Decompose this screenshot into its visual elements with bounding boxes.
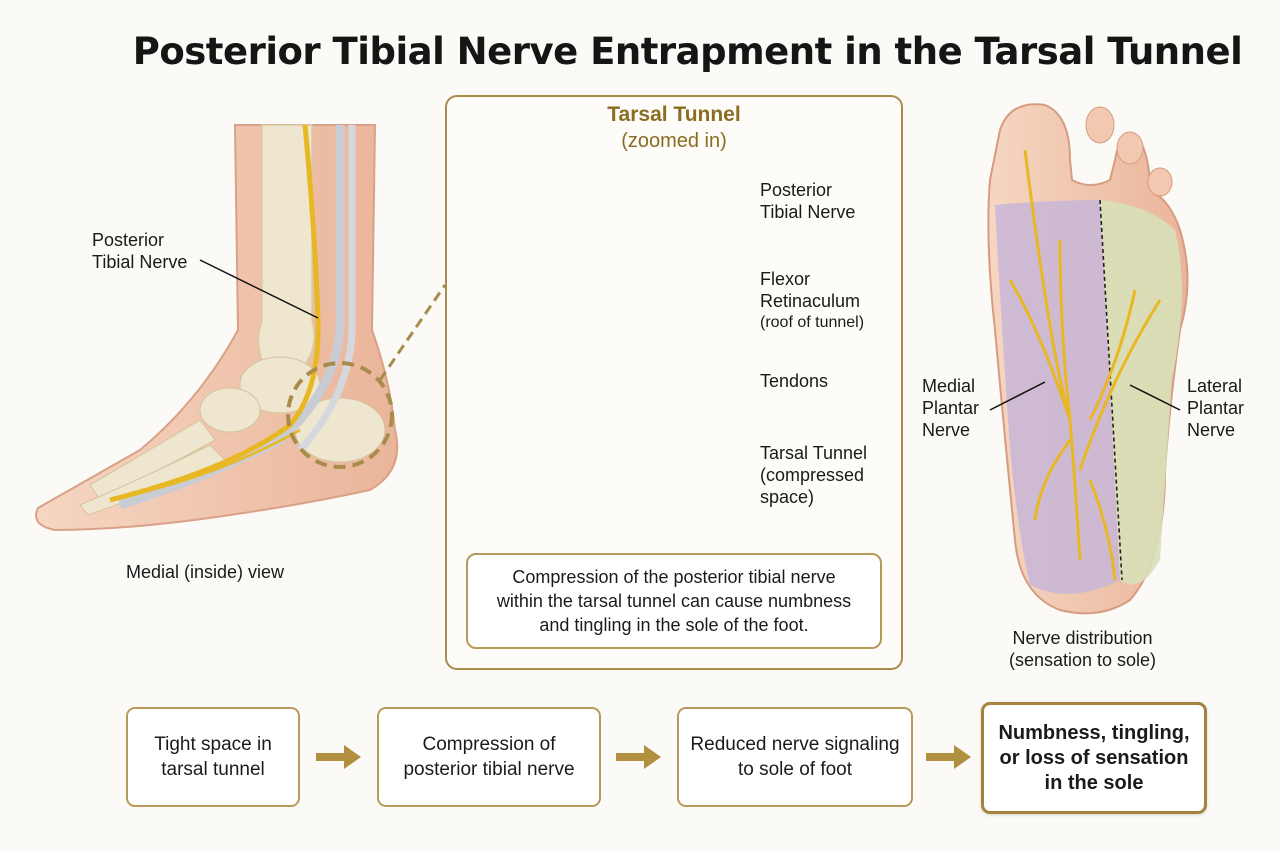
zoom-label-retinaculum: Flexor Retinaculum (roof of tunnel): [760, 268, 864, 334]
flow-step-1: Tight space in tarsal tunnel: [126, 707, 300, 807]
flow-arrow-3: [926, 745, 971, 769]
distribution-caption-line1: Nerve distribution: [1012, 628, 1153, 648]
flow-step-4-line3: in the sole: [1044, 771, 1144, 794]
zoom-label-nerve: Posterior Tibial Nerve: [760, 179, 855, 223]
zoom-label-nerve-line1: Posterior: [760, 180, 833, 200]
zoom-title: Tarsal Tunnel: [607, 103, 741, 126]
lateral-plantar-line3: Nerve: [1187, 420, 1236, 440]
sole-illustration: [987, 103, 1189, 615]
zoom-label-nerve-line2: Tibial Nerve: [760, 202, 856, 222]
distribution-caption-line2: (sensation to sole): [1008, 650, 1157, 670]
medial-plantar-line2: Plantar: [922, 398, 980, 418]
flow-arrow-1: [316, 745, 361, 769]
note-line2: within the tarsal tunnel can cause numbn…: [496, 591, 852, 611]
flow-step-3-line2: to sole of foot: [737, 759, 853, 780]
flow-step-1-line1: Tight space in: [154, 734, 272, 755]
left-nerve-label-line1: Posterior: [92, 230, 165, 250]
medial-plantar-label: Medial Plantar Nerve: [922, 375, 979, 441]
flow-step-3-line1: Reduced nerve signaling: [690, 734, 900, 755]
flow-arrow-2: [616, 745, 661, 769]
zoom-label-tendons: Tendons: [760, 371, 829, 391]
nerve-distribution-caption: Nerve distribution (sensation to sole): [975, 627, 1190, 671]
zoom-label-retinaculum-line2: Retinaculum: [760, 291, 861, 311]
zoom-label-tunnel-line3: space): [760, 487, 815, 507]
zoom-label-retinaculum-line1: Flexor: [760, 269, 811, 289]
flow-step-1-line2: tarsal tunnel: [161, 759, 265, 780]
lateral-plantar-line1: Lateral: [1187, 376, 1243, 396]
zoom-label-tunnel-line2: (compressed: [760, 465, 865, 485]
note-line1: Compression of the posterior tibial nerv…: [512, 567, 836, 587]
zoom-subtitle: (zoomed in): [621, 130, 727, 152]
zoom-label-tunnel: Tarsal Tunnel (compressed space): [760, 442, 867, 508]
flow-step-4-line2: or loss of sensation: [999, 746, 1189, 769]
flow-step-3: Reduced nerve signaling to sole of foot: [677, 707, 913, 807]
flow-step-2-line2: posterior tibial nerve: [403, 759, 575, 780]
left-nerve-label-line2: Tibial Nerve: [92, 252, 188, 272]
note-line3: and tingling in the sole of the foot.: [539, 615, 809, 635]
left-nerve-label: Posterior Tibial Nerve: [92, 229, 187, 273]
flow-step-2: Compression of posterior tibial nerve: [377, 707, 601, 807]
compression-note: Compression of the posterior tibial nerv…: [466, 553, 882, 649]
page-title: Posterior Tibial Nerve Entrapment in the…: [132, 30, 1243, 73]
flow-step-2-line1: Compression of: [422, 734, 556, 755]
medial-plantar-line3: Nerve: [922, 420, 971, 440]
zoom-label-retinaculum-line3: (roof of tunnel): [760, 314, 865, 331]
lateral-plantar-label: Lateral Plantar Nerve: [1187, 375, 1244, 441]
medial-view-caption: Medial (inside) view: [125, 562, 285, 582]
lateral-plantar-line2: Plantar: [1187, 398, 1245, 418]
medial-foot-illustration: [35, 124, 399, 532]
flow-step-4-line1: Numbness, tingling,: [998, 721, 1190, 744]
medial-plantar-line1: Medial: [922, 376, 976, 396]
zoom-label-tunnel-line1: Tarsal Tunnel: [760, 443, 868, 463]
